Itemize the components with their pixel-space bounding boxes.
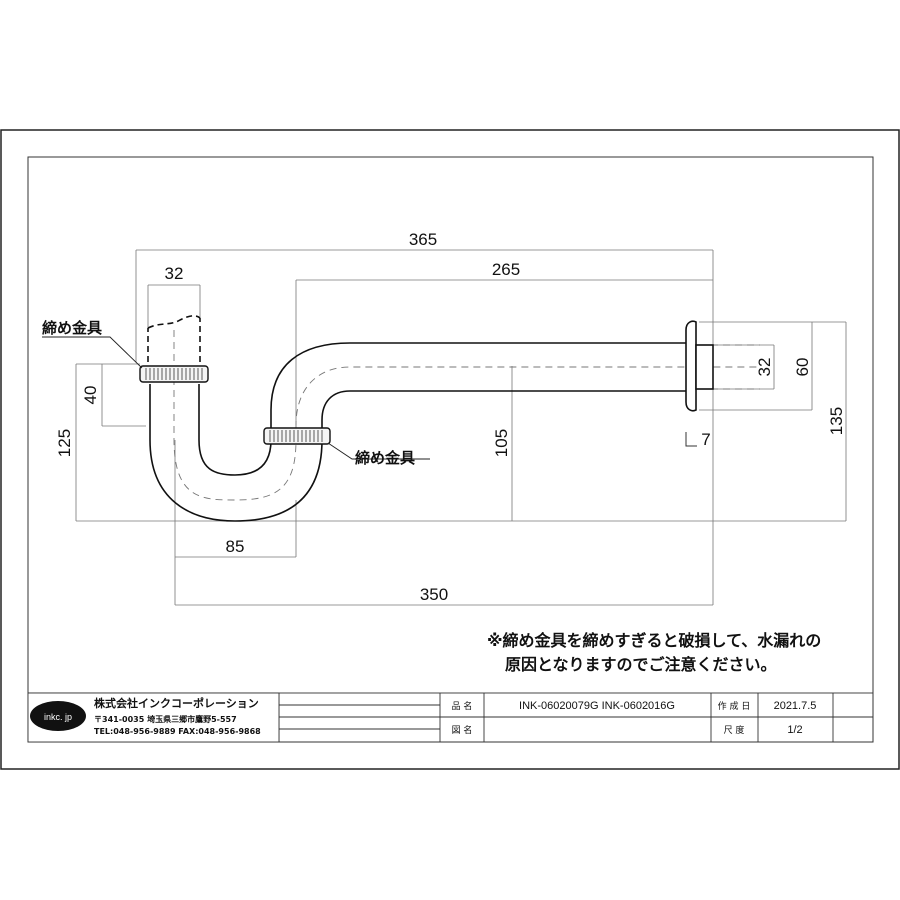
dimension-lines <box>75 249 847 606</box>
middle-fitting-nut <box>263 427 331 445</box>
dim-trap-width: 85 <box>226 537 245 556</box>
date-value: 2021.7.5 <box>774 700 817 712</box>
scale-label: 尺 度 <box>724 724 745 736</box>
dim-inlet-height: 40 <box>81 386 100 405</box>
product-value: INK-06020079G INK-0602016G <box>519 700 675 712</box>
flange-thickness-marker <box>685 432 697 447</box>
wall-flange <box>685 320 714 412</box>
title-block-frame-left <box>27 692 280 743</box>
company-logo <box>30 701 86 731</box>
dim-flange-thickness: 7 <box>701 430 710 449</box>
drawing-label: 図 名 <box>452 724 473 736</box>
dim-flange-diameter: 60 <box>793 358 812 377</box>
caution-note-line1: ※締め金具を締めすぎると破損して、水漏れの <box>487 631 821 650</box>
company-contact: TEL:048-956-9889 FAX:048-956-9868 <box>94 727 261 736</box>
dim-outlet-diameter: 32 <box>755 358 774 377</box>
dim-wall-height: 105 <box>492 429 511 457</box>
dim-inlet-diameter: 32 <box>165 264 184 283</box>
dim-wall-flange-height: 135 <box>827 407 846 435</box>
logo-text: inkc. jp <box>44 712 72 722</box>
dim-horizontal-run: 265 <box>492 260 520 279</box>
dim-center-distance: 350 <box>420 585 448 604</box>
dim-total-height: 125 <box>55 429 74 457</box>
sheet-border <box>0 129 900 770</box>
caution-note-line2: 原因となりますのでご注意ください。 <box>505 655 777 674</box>
p-trap-pipe <box>147 315 687 522</box>
company-address: 〒341-0035 埼玉県三郷市鷹野5-557 <box>94 714 237 724</box>
top-fitting-nut <box>139 365 209 383</box>
company-name: 株式会社インクコーポレーション <box>94 696 259 710</box>
dim-overall-length: 365 <box>409 230 437 249</box>
product-label: 品 名 <box>452 700 473 712</box>
date-label: 作 成 日 <box>718 700 751 712</box>
label-leaders <box>42 336 430 460</box>
scale-value: 1/2 <box>787 724 802 736</box>
label-fitting-middle: 締め金具 <box>355 449 415 467</box>
label-fitting-top: 締め金具 <box>42 319 102 337</box>
pipe-centerline <box>173 330 760 501</box>
